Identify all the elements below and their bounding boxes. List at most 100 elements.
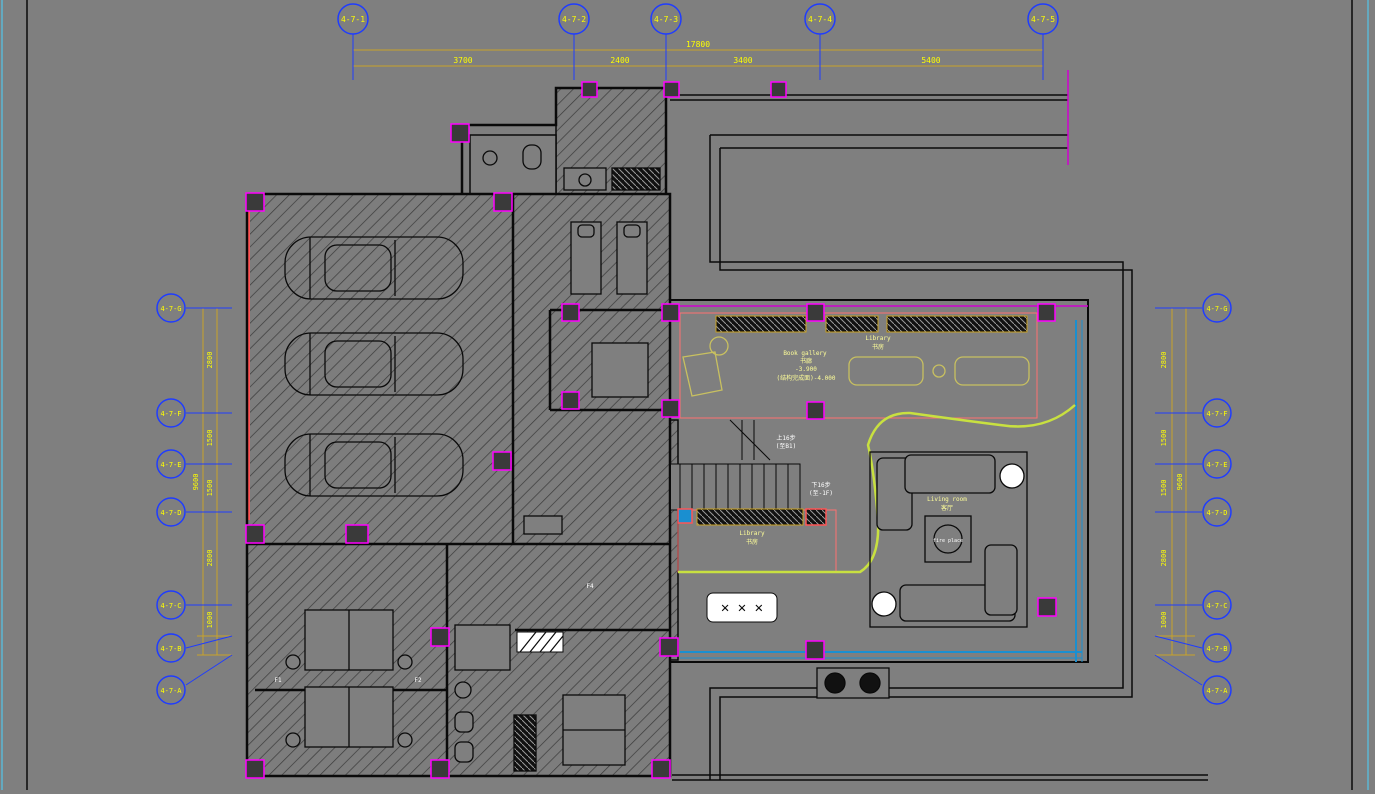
axis-label-right-f: 4-7-F — [1206, 410, 1227, 418]
wc-block — [469, 134, 557, 195]
axis-bubble-top-5[interactable]: 4-7-5 — [1027, 3, 1059, 80]
axis-bubble-top-2[interactable]: 4-7-2 — [558, 3, 590, 80]
axis-bubble-right-d[interactable]: 4-7-D — [1155, 497, 1232, 527]
left-dimension-4: 2800 — [206, 550, 214, 567]
axis-bubble-right-e[interactable]: 4-7-E — [1155, 449, 1232, 479]
bookshelf-upper-1 — [715, 315, 807, 333]
axis-bubble-top-4[interactable]: 4-7-4 — [804, 3, 836, 80]
svg-text:✕ ✕ ✕: ✕ ✕ ✕ — [721, 600, 763, 616]
left-dimension-2: 1500 — [206, 430, 214, 447]
structural-columns — [245, 81, 1057, 779]
axis-label-top-5: 4-7-5 — [1031, 15, 1055, 24]
right-dimension-2: 1500 — [1160, 430, 1168, 447]
right-dimension-texts: 2800 1500 1500 2800 1000 9600 — [1160, 352, 1184, 629]
label-corridor-mark: F4 — [586, 583, 594, 590]
axis-label-right-b: 4-7-B — [1206, 645, 1227, 653]
stairs — [669, 419, 801, 511]
axis-label-left-c: 4-7-C — [160, 602, 181, 610]
room-labels: Book gallery 书廊 -3.900 (结构完成面)-4.000 Lib… — [274, 335, 967, 684]
axis-bubble-top-3[interactable]: 4-7-3 — [650, 3, 682, 80]
axis-bubble-left-d[interactable]: 4-7-D — [156, 497, 232, 527]
parked-cars — [284, 236, 464, 497]
bookshelf-upper-2 — [825, 315, 879, 333]
left-total-dimension: 9600 — [192, 474, 200, 491]
axis-label-top-4: 4-7-4 — [808, 15, 832, 24]
label-book-gallery-cn: 书廊 — [800, 357, 812, 365]
left-axis-bubbles: 4-7-G 4-7-F 4-7-E 4-7-D 4-7-C 4-7-B — [156, 293, 233, 705]
service-fixtures — [482, 144, 661, 398]
axis-bubble-left-e[interactable]: 4-7-E — [156, 449, 232, 479]
label-stair-down: 下16步 — [811, 481, 830, 489]
car-1 — [284, 236, 464, 300]
main-walls — [245, 86, 672, 778]
axis-label-left-b: 4-7-B — [160, 645, 181, 653]
axis-bubble-left-a[interactable]: 4-7-A — [156, 654, 233, 705]
label-stair-up: 上16步 — [776, 434, 795, 442]
car-2 — [284, 332, 464, 396]
axis-bubble-top-1[interactable]: 4-7-1 — [337, 3, 369, 80]
axis-label-right-a: 4-7-A — [1206, 687, 1228, 695]
label-door-mark-2: F2 — [414, 677, 422, 684]
axis-bubble-right-f[interactable]: 4-7-F — [1155, 398, 1232, 428]
axis-label-right-g: 4-7-G — [1206, 305, 1227, 313]
axis-bubble-right-c[interactable]: 4-7-C — [1155, 590, 1232, 620]
axis-label-right-d: 4-7-D — [1206, 509, 1227, 517]
right-dimension-4: 2800 — [1160, 550, 1168, 567]
label-fire-place: fire place — [933, 538, 963, 544]
axis-label-top-2: 4-7-2 — [562, 15, 586, 24]
left-dimension-3: 1500 — [206, 480, 214, 497]
left-dimension-chain — [197, 307, 232, 656]
hatched-panel — [516, 631, 564, 653]
ac-units — [816, 667, 890, 699]
label-library-upper: Library — [865, 335, 891, 342]
bookshelf-lower — [696, 508, 804, 526]
top-dimension-texts: 17800 3700 2400 3400 5400 — [453, 40, 940, 65]
right-axis-bubbles: 4-7-G 4-7-F 4-7-E 4-7-D 4-7-C 4-7-B — [1154, 293, 1232, 705]
top-dimension-3: 3400 — [733, 56, 752, 65]
axis-bubble-left-g[interactable]: 4-7-G — [156, 293, 232, 323]
axis-label-left-g: 4-7-G — [160, 305, 181, 313]
label-library-lower-cn: 书房 — [746, 538, 758, 546]
axis-label-left-d: 4-7-D — [160, 509, 181, 517]
label-stair-down-note: (至-1F) — [809, 490, 833, 497]
label-level-note: (结构完成面)-4.000 — [777, 374, 836, 382]
right-total-dimension: 9600 — [1176, 474, 1184, 491]
left-dimension-texts: 2800 1500 1500 2800 1000 9600 — [192, 352, 214, 629]
lounge-furniture — [682, 336, 1030, 397]
top-dimension-2: 2400 — [610, 56, 629, 65]
axis-label-left-a: 4-7-A — [160, 687, 182, 695]
label-level-mark: -3.900 — [795, 366, 817, 373]
axis-bubble-left-b[interactable]: 4-7-B — [156, 633, 233, 663]
bookshelf-upper-3 — [886, 315, 1028, 333]
top-dimension-4: 5400 — [921, 56, 940, 65]
label-living-room: Living room — [927, 496, 967, 503]
bookshelves — [696, 315, 1028, 526]
top-dimension-1: 3700 — [453, 56, 472, 65]
right-dimension-1: 2800 — [1160, 352, 1168, 369]
top-total-dimension: 17800 — [686, 40, 710, 49]
axis-bubble-left-c[interactable]: 4-7-C — [156, 590, 232, 620]
axis-label-top-1: 4-7-1 — [341, 15, 365, 24]
label-door-mark-1: F1 — [274, 677, 282, 684]
top-axis-bubbles: 4-7-1 4-7-2 4-7-3 4-7-4 4-7-5 — [337, 3, 1059, 80]
left-dimension-5: 1000 — [206, 612, 214, 629]
site-boundary-walls — [670, 70, 1208, 781]
hatched-panel-lines — [519, 631, 564, 653]
axis-bubble-right-b[interactable]: 4-7-B — [1154, 633, 1232, 663]
sofa-set — [869, 451, 1028, 628]
axis-bubble-left-f[interactable]: 4-7-F — [156, 398, 232, 428]
axis-label-right-c: 4-7-C — [1206, 602, 1227, 610]
car-3 — [284, 433, 464, 497]
left-dimension-1: 2800 — [206, 352, 214, 369]
axis-bubble-right-a[interactable]: 4-7-A — [1154, 654, 1232, 705]
axis-label-right-e: 4-7-E — [1206, 461, 1227, 469]
bedroom-furniture — [285, 515, 626, 772]
label-library-upper-cn: 书房 — [872, 343, 884, 351]
label-stair-up-note: (至B1) — [776, 443, 796, 450]
right-dimension-3: 1500 — [1160, 480, 1168, 497]
axis-bubble-right-g[interactable]: 4-7-G — [1155, 293, 1232, 323]
label-library-lower: Library — [739, 530, 765, 537]
